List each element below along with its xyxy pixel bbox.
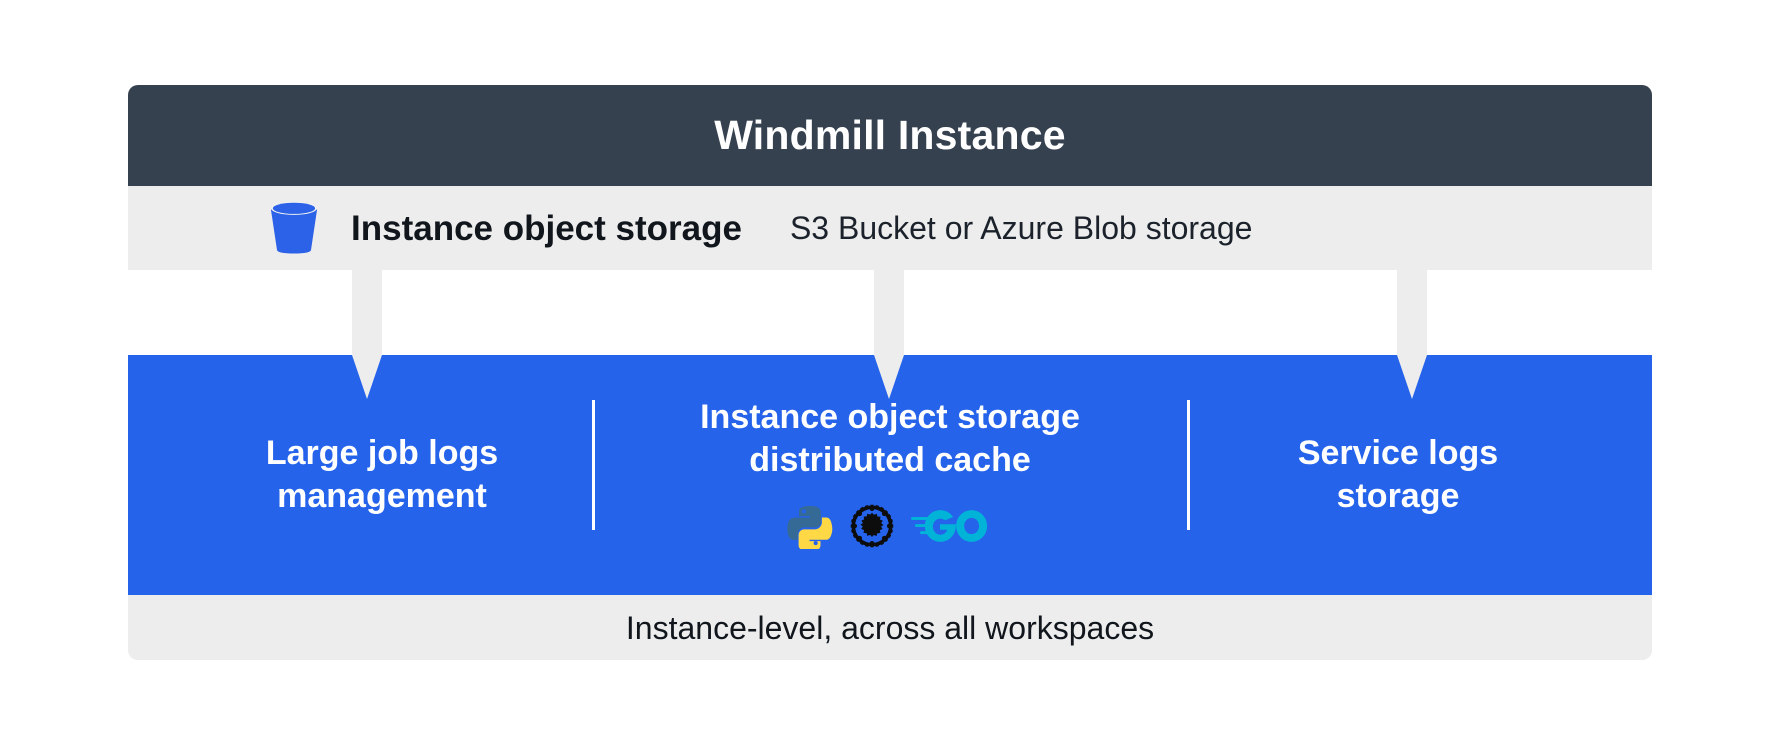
arrow-head-right xyxy=(1381,355,1443,399)
panel-column-instance-object-storage-distributed-cache[interactable]: Instance object storage distributed cach… xyxy=(636,396,1144,555)
instance-object-storage-row: Instance object storage S3 Bucket or Azu… xyxy=(128,186,1652,270)
instance-object-storage-sublabel: S3 Bucket or Azure Blob storage xyxy=(789,210,1253,246)
arrow-head-left xyxy=(336,355,398,399)
footer-bar: Instance-level, across all workspaces xyxy=(128,595,1652,660)
connector-shaft xyxy=(1397,270,1427,355)
svg-text:R: R xyxy=(864,514,880,538)
header-bar: Windmill Instance xyxy=(128,85,1652,186)
rust-logo: R xyxy=(849,503,895,554)
windmill-instance-diagram: Windmill Instance Instance object storag… xyxy=(128,85,1652,660)
connector-shaft xyxy=(874,270,904,355)
connector-band xyxy=(128,270,1652,355)
capabilities-panel: Large job logs management Instance objec… xyxy=(128,355,1652,595)
panel-column-large-job-logs-management[interactable]: Large job logs management xyxy=(128,432,636,518)
connector-shaft xyxy=(352,270,382,355)
connector-center xyxy=(874,270,904,355)
connector-left xyxy=(352,270,382,355)
panel-column-title: Large job logs management xyxy=(265,434,499,515)
panel-divider-2 xyxy=(1187,400,1190,530)
panel-column-title: Instance object storage distributed cach… xyxy=(700,397,1080,479)
go-logo xyxy=(911,506,993,551)
panel-column-title: Service logs storage xyxy=(1297,434,1499,515)
panel-divider-1 xyxy=(592,400,595,530)
connector-right xyxy=(1397,270,1427,355)
python-logo xyxy=(787,503,833,554)
footer-text: Instance-level, across all workspaces xyxy=(625,609,1155,646)
language-logo-row: R xyxy=(787,503,993,554)
page-title: Windmill Instance xyxy=(714,112,1066,158)
panel-column-service-logs-storage[interactable]: Service logs storage xyxy=(1144,432,1652,518)
arrow-head-center xyxy=(858,355,920,399)
instance-object-storage-label: Instance object storage xyxy=(351,208,742,248)
bucket-icon xyxy=(263,197,325,259)
